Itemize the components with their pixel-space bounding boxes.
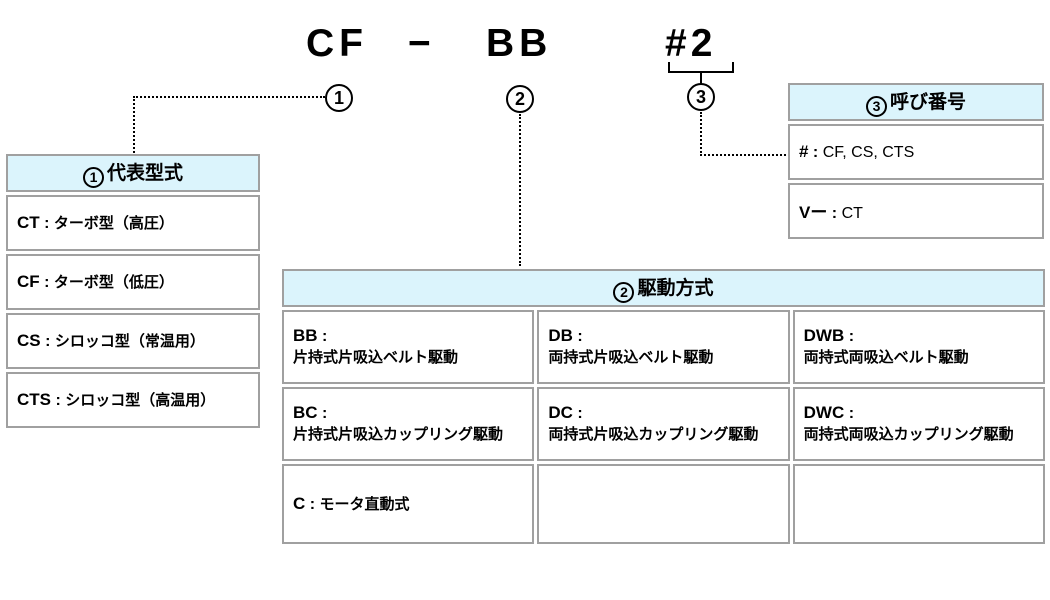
separator: : xyxy=(39,274,54,291)
separator: : xyxy=(317,404,328,422)
model-type-table-header: 1 代表型式 xyxy=(6,154,260,192)
drive-cell-empty xyxy=(537,463,790,544)
table-row: CTS : シロッコ型（高温用） xyxy=(6,371,260,428)
header-digit: 2 xyxy=(620,284,628,300)
desc-label: 両持式両吸込カップリング駆動 xyxy=(803,425,1014,443)
code-label: BC xyxy=(293,402,318,422)
separator: : xyxy=(317,327,328,345)
model-type-cell-cts: CTS : シロッコ型（高温用） xyxy=(6,371,260,428)
separator: : xyxy=(39,215,54,232)
drive-cell-dwc: DWC : 両持式両吸込カップリング駆動 xyxy=(792,386,1045,461)
table-row: C : モータ直動式 xyxy=(282,463,1045,544)
code-label: Vー xyxy=(799,203,828,222)
table-row: Vー : CT xyxy=(788,182,1044,239)
code-label: DWB xyxy=(803,325,845,345)
circled-1-icon: 1 xyxy=(325,84,353,112)
model-type-cell-cf: CF : ターボ型（低圧） xyxy=(6,253,260,310)
desc-label: CT xyxy=(841,205,863,222)
circled-1-icon: 1 xyxy=(82,166,104,188)
code-label: CT xyxy=(17,213,40,232)
drive-method-table-header: 2 駆動方式 xyxy=(282,269,1045,307)
call-number-cell-v: Vー : CT xyxy=(788,182,1044,239)
separator: : xyxy=(827,205,842,222)
table-row: # : CF, CS, CTS xyxy=(788,123,1044,180)
header-label: 代表型式 xyxy=(106,163,183,184)
connector-3-horizontal xyxy=(700,154,786,156)
table-row: BC : 片持式片吸込カップリング駆動 DC : 両持式片吸込カップリング駆動 … xyxy=(282,386,1045,461)
header-label: 駆動方式 xyxy=(637,278,714,299)
desc-label: 片持式片吸込カップリング駆動 xyxy=(293,425,504,443)
connector-1-horizontal xyxy=(133,96,325,98)
connector-3-vertical xyxy=(700,112,702,156)
call-number-table-header: 3 呼び番号 xyxy=(788,83,1044,121)
underbracket-stem xyxy=(700,72,702,84)
separator: : xyxy=(844,404,855,422)
drive-cell-dc: DC : 両持式片吸込カップリング駆動 xyxy=(537,386,790,461)
table-row: BB : 片持式片吸込ベルト駆動 DB : 両持式片吸込ベルト駆動 DWB : … xyxy=(282,309,1045,384)
header-digit: 1 xyxy=(89,169,98,185)
drive-cell-c: C : モータ直動式 xyxy=(282,463,535,544)
desc-label: モータ直動式 xyxy=(319,496,410,513)
marker-3-digit: 3 xyxy=(695,86,706,107)
separator: : xyxy=(572,327,583,345)
table-row: CF : ターボ型（低圧） xyxy=(6,253,260,310)
code-label: DWC xyxy=(803,402,845,422)
circled-2-icon: 2 xyxy=(613,281,635,303)
separator: : xyxy=(305,496,320,513)
table-row: CT : ターボ型（高圧） xyxy=(6,194,260,251)
desc-label: 両持式片吸込ベルト駆動 xyxy=(548,348,714,366)
code-label: # xyxy=(799,141,809,161)
connector-1-vertical xyxy=(133,96,135,153)
code-label: CTS xyxy=(17,390,51,409)
separator: : xyxy=(844,327,855,345)
drive-method-table: 2 駆動方式 BB : 片持式片吸込ベルト駆動 DB : 両持式片吸込ベルト駆動 … xyxy=(279,266,1048,547)
desc-label: 片持式片吸込ベルト駆動 xyxy=(293,348,459,366)
circled-3-icon: 3 xyxy=(687,83,715,111)
marker-2-digit: 2 xyxy=(514,88,525,109)
desc-label: 両持式片吸込カップリング駆動 xyxy=(548,425,759,443)
header-label: 呼び番号 xyxy=(889,92,966,113)
drive-cell-bb: BB : 片持式片吸込ベルト駆動 xyxy=(282,309,535,384)
model-type-cell-ct: CT : ターボ型（高圧） xyxy=(6,194,260,251)
model-type-cell-cs: CS : シロッコ型（常温用） xyxy=(6,312,260,369)
desc-label: シロッコ型（常温用） xyxy=(54,333,205,350)
separator: : xyxy=(808,143,823,161)
call-number-table: 3 呼び番号 # : CF, CS, CTS Vー : CT xyxy=(785,80,1047,242)
code-label: BB xyxy=(293,325,318,345)
desc-label: シロッコ型（高温用） xyxy=(65,392,216,409)
separator: : xyxy=(51,392,66,409)
title-dash: − xyxy=(408,22,436,65)
title-drive-code: BB xyxy=(486,22,553,65)
marker-1-digit: 1 xyxy=(333,87,344,108)
title-model-code: CF xyxy=(306,22,368,65)
table-row: CS : シロッコ型（常温用） xyxy=(6,312,260,369)
code-label: C xyxy=(293,494,306,513)
header-digit: 3 xyxy=(872,98,881,114)
code-label: CF xyxy=(17,272,40,291)
drive-cell-bc: BC : 片持式片吸込カップリング駆動 xyxy=(282,386,535,461)
separator: : xyxy=(40,333,55,350)
call-number-cell-hash: # : CF, CS, CTS xyxy=(788,123,1044,180)
desc-label: ターボ型（高圧） xyxy=(53,215,174,232)
code-label: DB xyxy=(548,325,573,345)
connector-2-vertical xyxy=(519,114,521,266)
code-label: DC xyxy=(548,402,573,422)
model-type-table: 1 代表型式 CT : ターボ型（高圧） CF : ターボ型（低圧） CS : シ… xyxy=(3,151,263,431)
code-label: CS xyxy=(17,331,41,350)
drive-cell-dwb: DWB : 両持式両吸込ベルト駆動 xyxy=(792,309,1045,384)
circled-3-icon: 3 xyxy=(865,95,887,117)
circled-2-icon: 2 xyxy=(506,85,534,113)
title-size-number: #2 xyxy=(665,22,717,65)
desc-label: CF, CS, CTS xyxy=(822,143,915,161)
desc-label: ターボ型（低圧） xyxy=(53,274,174,291)
separator: : xyxy=(572,404,583,422)
drive-cell-empty xyxy=(792,463,1045,544)
desc-label: 両持式両吸込ベルト駆動 xyxy=(803,348,969,366)
drive-cell-db: DB : 両持式片吸込ベルト駆動 xyxy=(537,309,790,384)
